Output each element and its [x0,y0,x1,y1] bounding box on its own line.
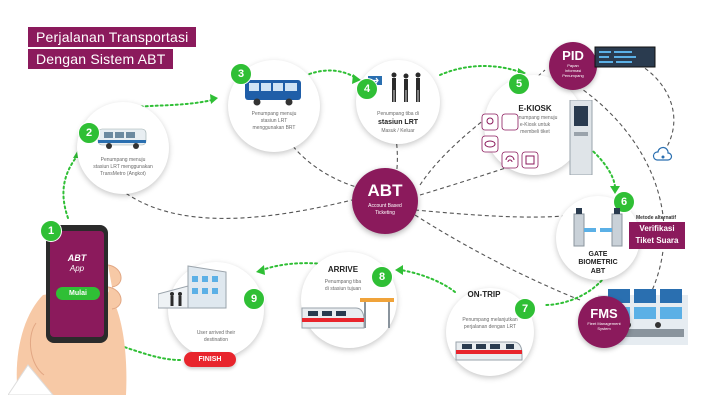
pid-sub-3: Penumpang [562,73,584,79]
step-7-description: Penumpang melanjutkan perjalanan dengan … [452,317,528,331]
step-9-desc-line-2: destination [203,336,229,343]
step-2-desc-line-2: stasiun LRT menggunakan [93,163,153,170]
step-5-desc-line-2: e-Kiosk untuk [519,121,551,128]
flow-arrowheads [73,68,620,349]
step-8-desc-line-1: Penumpang tiba [324,279,362,285]
title-line-1: Perjalanan Transportasi [28,27,197,47]
step-6-heading-line-3: ABT [590,267,606,275]
step-8-description: Penumpang tiba di stasiun tujuan [318,279,368,293]
step-5-desc-line-3: membeli tiket [520,128,550,135]
step-6-heading: GATE BIOMETRIC ABT [572,251,624,276]
step-8-desc-line-2: di stasiun tujuan [324,285,362,292]
step-7-heading: ON-TRIP [467,290,501,299]
step-4-desc-line-2: Masuk / Keluar [381,128,415,134]
step-2-desc-line-1: Penumpang menuju [100,157,146,163]
step-6-heading-line-2: BIOMETRIC [578,259,618,267]
step-2-circle [77,102,169,194]
fms-title: FMS [590,306,618,321]
mulai-button[interactable]: Mulai [56,287,100,300]
step-5-description: Penumpang menuju e-Kiosk untuk membeli t… [504,115,566,135]
alternative-method-label: Metode alternatif [636,215,677,221]
step-3-desc-line-2: stasiun LRT [260,117,288,124]
pid-badge: PID Papan Informasi Penumpang [549,42,597,90]
step-5-badge: 5 [508,73,530,95]
abt-sub-1: Account Based [368,203,402,209]
step-2-desc-line-3: TransMetro (Angkot) [100,170,146,177]
abt-center-badge: ABT Account Based Ticketing [352,168,418,234]
step-3-desc-line-1: Penumpang menuju [251,111,297,117]
finish-button[interactable]: FINISH [184,352,236,367]
arrival-train-station-icon [301,298,394,329]
voice-ticket-verification-box: Verifikasi Tiket Suara [629,222,685,249]
step-6-heading-line-1: GATE [588,251,608,258]
step-8-heading: ARRIVE [327,265,359,274]
step-2-badge: 2 [78,122,100,144]
step-5-desc-line-1: Penumpang menuju [512,115,558,121]
pid-title: PID [562,48,584,63]
step-7-desc-line-2: perjalanan dengan LRT [463,323,517,330]
step-6-badge: 6 [613,191,635,213]
phone-hand-illustration [8,225,127,395]
fms-sub-2: System [597,326,611,332]
biometric-icons-cluster [481,113,539,169]
fms-sub-1: Fleet Management [587,321,621,326]
phone-app-subtitle: App [69,264,85,273]
passenger-info-board-icon [594,46,656,68]
phone-app-title: ABT [67,253,87,263]
step-4-desc-line-1: Penumpang tiba di [377,111,419,117]
e-kiosk-machine-icon [569,100,593,175]
step-9-description: User arrived their destination [180,330,252,344]
lrt-train-icon-7 [455,341,523,361]
fms-badge: FMS Fleet Management System [578,296,630,348]
voice-verification-line-1: Verifikasi [639,224,675,233]
pid-sub-2: Informasi [564,68,582,74]
cloud-icon [652,146,673,161]
step-3-desc-line-3: menggunakan BRT [252,124,296,131]
step-4-badge: 4 [356,78,378,100]
step-4-heading: stasiun LRT [377,119,419,126]
step-4-circle [356,60,440,144]
step-7-badge: 7 [514,298,536,320]
step-2-description: Penumpang menuju stasiun LRT menggunakan… [84,157,162,177]
biometric-gate-icon [573,208,623,247]
step-9-desc-line-1: User arrived their [196,330,236,336]
step-7-desc-line-1: Penumpang melanjutkan [462,317,518,323]
voice-verification-line-2: Tiket Suara [635,236,679,245]
step-1-badge: 1 [40,220,62,242]
title-line-2: Dengan Sistem ABT [28,49,174,69]
step-9-badge: 9 [243,288,265,310]
angkot-icon [97,128,147,149]
brt-bus-icon [245,80,301,106]
step-3-description: Penumpang menuju stasiun LRT menggunakan… [236,111,312,131]
abt-title: ABT [367,181,403,200]
destination-building-icon [158,265,227,309]
step-3-badge: 3 [230,63,252,85]
step-8-badge: 8 [371,266,393,288]
step-5-heading: E-KIOSK [518,104,552,113]
pid-sub-1: Papan [567,63,579,68]
abt-sub-2: Ticketing [375,210,395,216]
